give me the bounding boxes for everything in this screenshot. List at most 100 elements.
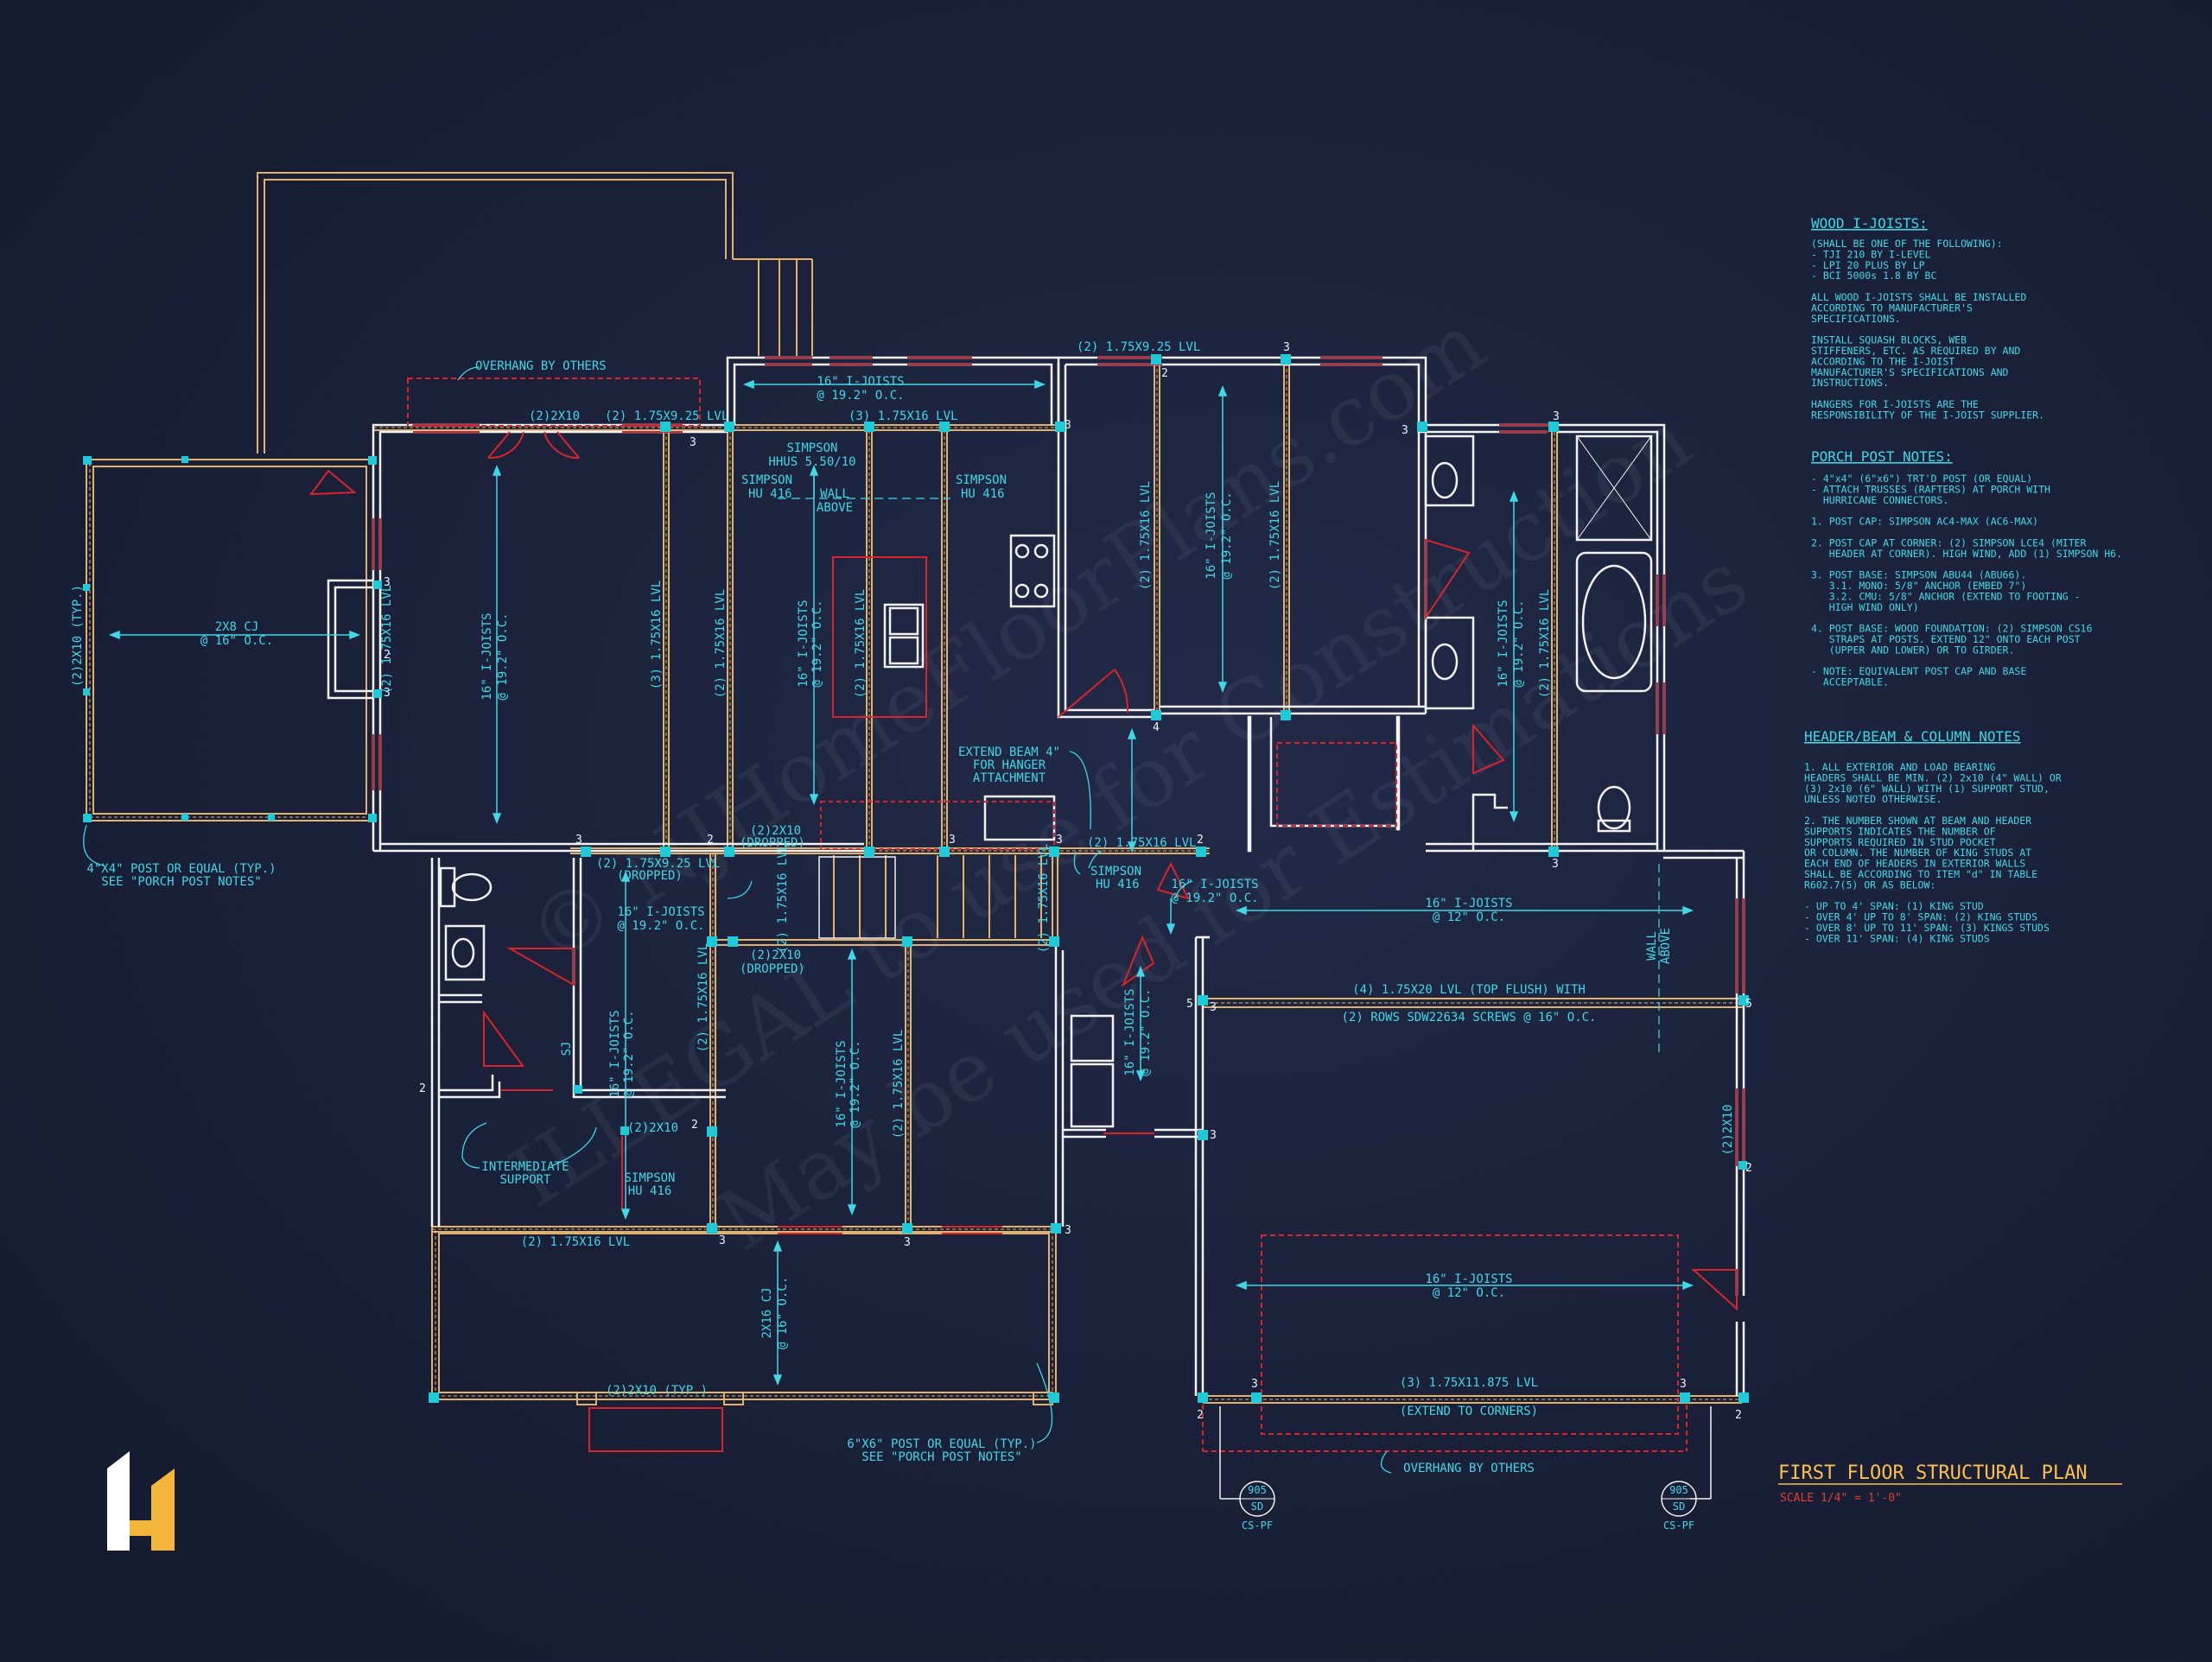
count-4: 3	[690, 436, 696, 449]
header-2x10-top: (2)2X10	[529, 409, 580, 423]
simpson-hhus-model: HHUS 5.50/10	[768, 455, 855, 469]
wood-ijoists-lines: (SHALL BE ONE OF THE FOLLOWING):- TJI 21…	[1811, 238, 2044, 421]
porch-post-lines: - 4"x4" (6"x6") TRT'D POST (OR EQUAL)- A…	[1811, 473, 2122, 688]
header-3lvl-top: (3) 1.75X16 LVL	[849, 409, 957, 423]
notes-wood-ijoists: WOOD I-JOISTS: (SHALL BE ONE OF THE FOLL…	[1811, 215, 2044, 421]
lvl-low: (2) 1.75X16 LVL	[521, 1235, 630, 1249]
porch-post-note-line: 2. POST CAP AT CORNER: (2) SIMPSON LCE4 …	[1811, 536, 2087, 549]
section-tag-left-ref: CS-PF	[1242, 1519, 1273, 1532]
plan-scale: SCALE 1/4" = 1'-0"	[1780, 1492, 1902, 1505]
title-block: FIRST FLOOR STRUCTURAL PLAN SCALE 1/4" =…	[1778, 1462, 2122, 1505]
porch-front-2x10: (2)2X10 (TYP.)	[606, 1384, 708, 1398]
living-joist: 16" I-JOISTS	[480, 612, 494, 700]
porch-post-note-line: HIGH WIND ONLY)	[1811, 601, 1919, 613]
lvl-vertical-a: (2) 1.75X16 LVL	[380, 585, 394, 694]
wood-ijoists-note-line: MANUFACTURER'S SPECIFICATIONS AND	[1811, 366, 2009, 378]
post-note-left-1: 4"X4" POST OR EQUAL (TYP.)	[86, 862, 276, 876]
wood-ijoists-note-line: - TJI 210 BY I-LEVEL	[1811, 248, 1931, 260]
bedroom-joist-oc: @ 19.2" O.C.	[1220, 492, 1234, 579]
count-17: 2	[419, 1082, 426, 1095]
lvl-vertical-d: (2) 1.75X16 LVL	[854, 589, 868, 698]
beams-and-porches	[86, 172, 1744, 1405]
header-beam-note-line: R602.7(5) OR AS BELOW:	[1804, 879, 1936, 891]
bedroom-joist: 16" I-JOISTS	[1205, 492, 1218, 579]
support-posts	[83, 354, 1749, 1403]
count-23: 3	[1065, 1224, 1071, 1237]
porch-front-cj: 2X16 CJ	[760, 1287, 774, 1338]
bath-joist-oc: @ 19.2" O.C.	[1512, 599, 1526, 687]
porch-post-note-line: - 4"x4" (6"x6") TRT'D POST (OR EQUAL)	[1811, 473, 2032, 485]
header-beam-note-line: OR COLUMN. THE NUMBER OF KING STUDS AT	[1804, 847, 2031, 859]
laundry-joist: 16" I-JOISTS	[1123, 988, 1137, 1075]
simpson-hu-d-label: SIMPSON	[624, 1171, 675, 1185]
dining-joist: 16" I-JOISTS	[835, 1040, 849, 1127]
porch-post-note-line: 3.1. MONO: 5/8" ANCHOR (EMBED 7")	[1811, 580, 2026, 592]
house-logo	[107, 1451, 175, 1551]
header-beam-note-line: - OVER 4' UP TO 8' SPAN: (2) KING STUDS	[1804, 911, 2037, 923]
simpson-hu-d-model: HU 416	[628, 1184, 672, 1198]
simpson-hu-b-model: HU 416	[961, 487, 1005, 501]
living-joist-oc: @ 19.2" O.C.	[496, 612, 510, 700]
wood-ijoists-note-line: ACCORDING TO MANUFACTURER'S	[1811, 301, 1973, 314]
wood-ijoists-title: WOOD I-JOISTS:	[1811, 215, 1928, 232]
garage-top-joist-oc: @ 12" O.C.	[1433, 910, 1505, 924]
lvl-mid-center: (2) 1.75X16 LVL	[1087, 836, 1196, 850]
count-14: 5	[1745, 998, 1752, 1011]
count-15: 2	[1197, 834, 1204, 847]
wood-ijoists-note-line: ALL WOOD I-JOISTS SHALL BE INSTALLED	[1811, 291, 2026, 303]
porch-front-oc: @ 16" O.C.	[776, 1277, 790, 1349]
header-beam-lines: 1. ALL EXTERIOR AND LOAD BEARINGHEADERS …	[1804, 761, 2062, 944]
wood-ijoists-note-line: INSTALL SQUASH BLOCKS, WEB	[1811, 334, 1967, 346]
sj-label: SJ	[560, 1042, 574, 1056]
count-20: 2	[1197, 1409, 1204, 1422]
header-beam-note-line: - UP TO 4' SPAN: (1) KING STUD	[1804, 900, 1984, 912]
count-21: 3	[1251, 1378, 1258, 1391]
intermediate-support-1: INTERMEDIATE	[481, 1160, 569, 1174]
count-3: 3	[384, 687, 391, 700]
porch-post-note-line: STRAPS AT POSTS. EXTEND 12" ONTO EACH PO…	[1811, 633, 2081, 645]
header-beam-note-line: HEADERS SHALL BE MIN. (2) 2x10 (4" WALL)…	[1804, 771, 2062, 783]
porch-post-note-line: (UPPER AND LOWER) OR TO GIRDER.	[1811, 644, 2014, 656]
section-tag-left-num: 905	[1248, 1484, 1267, 1496]
stair-lvl: (2) 1.75X16 LVL	[776, 844, 790, 953]
post-note-left-2: SEE "PORCH POST NOTES"	[101, 875, 261, 889]
header-beam-note-line: SUPPORTS INDICATES THE NUMBER OF	[1804, 825, 1996, 837]
wall-above-right-2: ABOVE	[1659, 928, 1673, 964]
section-tag-left: 905 SD CS-PF	[1219, 1406, 1275, 1532]
count-9: 3	[1553, 410, 1560, 423]
count-10: 3	[1552, 858, 1559, 871]
porch-left-2x10: (2)2X10 (TYP.)	[71, 585, 85, 687]
wood-ijoists-note-line: HANGERS FOR I-JOISTS ARE THE	[1811, 398, 1979, 410]
count-19: 3	[719, 1234, 726, 1247]
plan-labels: OVERHANG BY OTHERS (2)2X10 (2) 1.75X9.25…	[71, 340, 1735, 1475]
porch-post-title: PORCH POST NOTES:	[1811, 448, 1953, 465]
overhang-bottom-label: OVERHANG BY OTHERS	[1403, 1462, 1535, 1475]
header-beam-note-line: 1. ALL EXTERIOR AND LOAD BEARING	[1804, 761, 1996, 773]
section-tag-right-num: 905	[1669, 1484, 1688, 1496]
lvl-mid-left: (2) 1.75X9.25 LVL	[596, 857, 720, 871]
count-11: 3	[575, 834, 582, 847]
section-tag-left-sd: SD	[1251, 1500, 1263, 1513]
count-2: 2	[384, 649, 391, 662]
porch-post-note-line: 4. POST BASE: WOOD FOUNDATION: (2) SIMPS…	[1811, 623, 2092, 635]
wood-ijoists-note-line: - BCI 5000s 1.8 BY BC	[1811, 270, 1936, 282]
walls	[327, 356, 1745, 1396]
kitchen-vertical-joist-oc: @ 19.2" O.C.	[810, 599, 824, 687]
header-beam-note-line: - OVER 8' UP TO 11' SPAN: (3) KINGS STUD…	[1804, 922, 2050, 934]
header-beam-note-line: EACH END OF HEADERS IN EXTERIOR WALLS	[1804, 858, 2025, 870]
hall-joist: 16" I-JOISTS	[617, 905, 704, 919]
count-29: 3	[949, 834, 956, 847]
dining-lvl: (2) 1.75X16 LVL	[892, 1030, 906, 1139]
watermark: © NJHomeFloorPlans.com ILLEGAL to use fo…	[494, 295, 1764, 1270]
wall-above-lines	[778, 498, 1660, 1054]
count-6: 3	[1283, 341, 1290, 354]
header-lvl-top: (2) 1.75X9.25 LVL	[605, 409, 728, 423]
dining-joist-oc: @ 19.2" O.C.	[849, 1040, 862, 1127]
leader-lines	[83, 366, 1392, 1474]
garage-side-2x10: (2)2X10	[1721, 1104, 1735, 1155]
count-1: 3	[384, 576, 391, 589]
porch-post-note-line: 1. POST CAP: SIMPSON AC4-MAX (AC6-MAX)	[1811, 516, 2038, 528]
header-beam-note-line: (3) 2x10 (6" WALL) WITH (1) SUPPORT STUD…	[1804, 783, 2050, 795]
header-beam-note-line: SUPPORTS REQUIRED IN STUD POCKET	[1804, 836, 1996, 848]
count-16: 3	[1210, 1129, 1217, 1142]
